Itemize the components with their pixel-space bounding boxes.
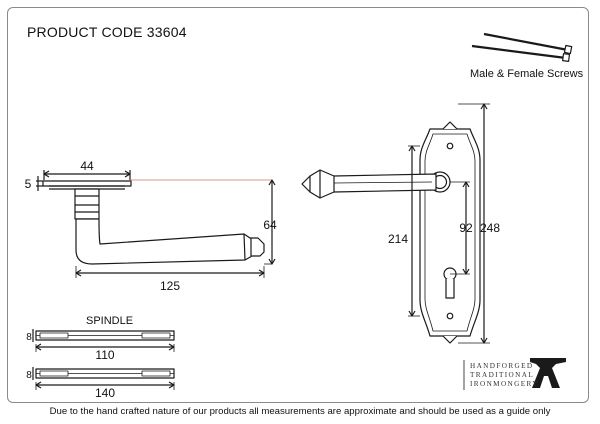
screws-label: Male & Female Screws xyxy=(470,68,584,80)
product-code-title: PRODUCT CODE 33604 xyxy=(27,24,187,40)
dim-text-8-long: 8 xyxy=(26,370,32,381)
dimension-5 xyxy=(36,176,43,191)
dim-text-5: 5 xyxy=(25,177,32,191)
dim-text-44: 44 xyxy=(80,159,94,173)
brand-line-2: TRADITIONAL xyxy=(470,371,535,379)
disclaimer-footer: Due to the hand crafted nature of our pr… xyxy=(49,406,551,417)
dimension-64 xyxy=(268,179,276,265)
anvil-logo-icon xyxy=(530,358,566,388)
brand-line-1: HANDFORGED xyxy=(470,362,534,370)
dim-text-125: 125 xyxy=(160,279,180,293)
dimension-125 xyxy=(75,266,265,278)
dim-text-92: 92 xyxy=(459,221,473,235)
lever-front-view xyxy=(301,169,451,199)
dim-text-140: 140 xyxy=(95,386,115,400)
dim-text-110: 110 xyxy=(95,348,114,362)
dim-text-248: 248 xyxy=(480,221,500,235)
spindle-long xyxy=(32,367,175,390)
dim-text-8-short: 8 xyxy=(26,332,32,343)
dim-text-214: 214 xyxy=(388,232,408,246)
dimension-92 xyxy=(450,181,470,275)
dim-text-64: 64 xyxy=(263,218,277,232)
dimension-44 xyxy=(43,170,131,180)
dimension-248 xyxy=(458,103,490,344)
spindle-short xyxy=(32,329,175,352)
screws-icon xyxy=(471,32,573,62)
brand-line-3: IRONMONGERY xyxy=(470,380,539,388)
lever-side-view xyxy=(42,180,265,265)
dimension-214 xyxy=(408,145,420,317)
spindle-label: SPINDLE xyxy=(86,315,134,327)
